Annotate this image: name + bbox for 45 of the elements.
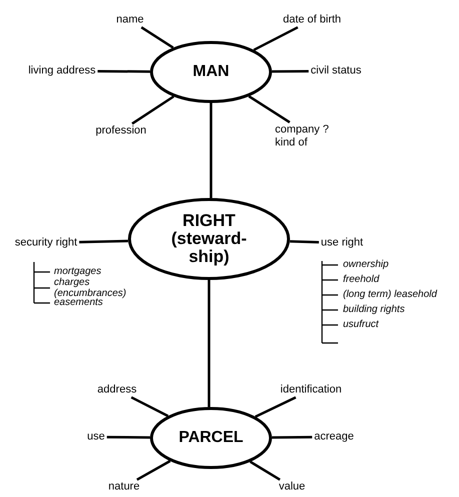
attribute-line: [253, 26, 298, 52]
attribute-line: [98, 70, 150, 73]
attribute-label: company ? kind of: [273, 122, 349, 150]
entity-ellipse: [150, 407, 272, 469]
attribute-label: civil status: [308, 64, 364, 78]
list-item: mortgages: [54, 266, 102, 277]
entity-label: MAN: [192, 64, 230, 80]
list-item: easements: [54, 297, 103, 308]
attribute-line: [290, 240, 319, 244]
list-item: charges (encumbrances): [54, 277, 128, 299]
attribute-line: [250, 460, 281, 481]
entity-label: PARCEL: [178, 430, 244, 446]
list-item: usufruct: [343, 319, 379, 330]
attribute-label: nature: [106, 480, 142, 494]
list-item: freehold: [343, 274, 380, 285]
entity-ellipse: [128, 198, 290, 280]
attribute-label: value: [276, 480, 308, 494]
attribute-line: [272, 70, 309, 73]
attribute-label: security right: [12, 236, 80, 250]
attribute-line: [130, 396, 169, 418]
attribute-line: [140, 26, 174, 49]
entity-label: RIGHT: [182, 212, 236, 230]
attribute-label: acreage: [312, 430, 356, 444]
attribute-label: use right: [318, 236, 366, 250]
attribute-line: [272, 436, 312, 439]
attribute-line: [248, 95, 290, 124]
list-item: (long term) leasehold: [343, 289, 437, 300]
attribute-label: living address: [26, 64, 98, 78]
attribute-label: name: [114, 12, 146, 28]
attribute-line: [136, 460, 171, 481]
attribute-label: address: [95, 382, 139, 398]
connector-line: [210, 103, 212, 198]
connector-line: [208, 280, 210, 407]
entity-ellipse: [150, 41, 272, 103]
attribute-line: [254, 396, 296, 418]
attribute-line: [131, 95, 174, 125]
list-item: building rights: [343, 304, 405, 315]
entity-label: (steward-ship): [170, 230, 248, 266]
attribute-label: use: [85, 430, 107, 444]
list-item: ownership: [343, 259, 389, 270]
attribute-line: [106, 436, 150, 439]
attribute-label: identification: [278, 382, 344, 398]
attribute-label: profession: [94, 124, 148, 138]
attribute-label: date of birth: [280, 12, 344, 28]
attribute-line: [79, 240, 128, 244]
